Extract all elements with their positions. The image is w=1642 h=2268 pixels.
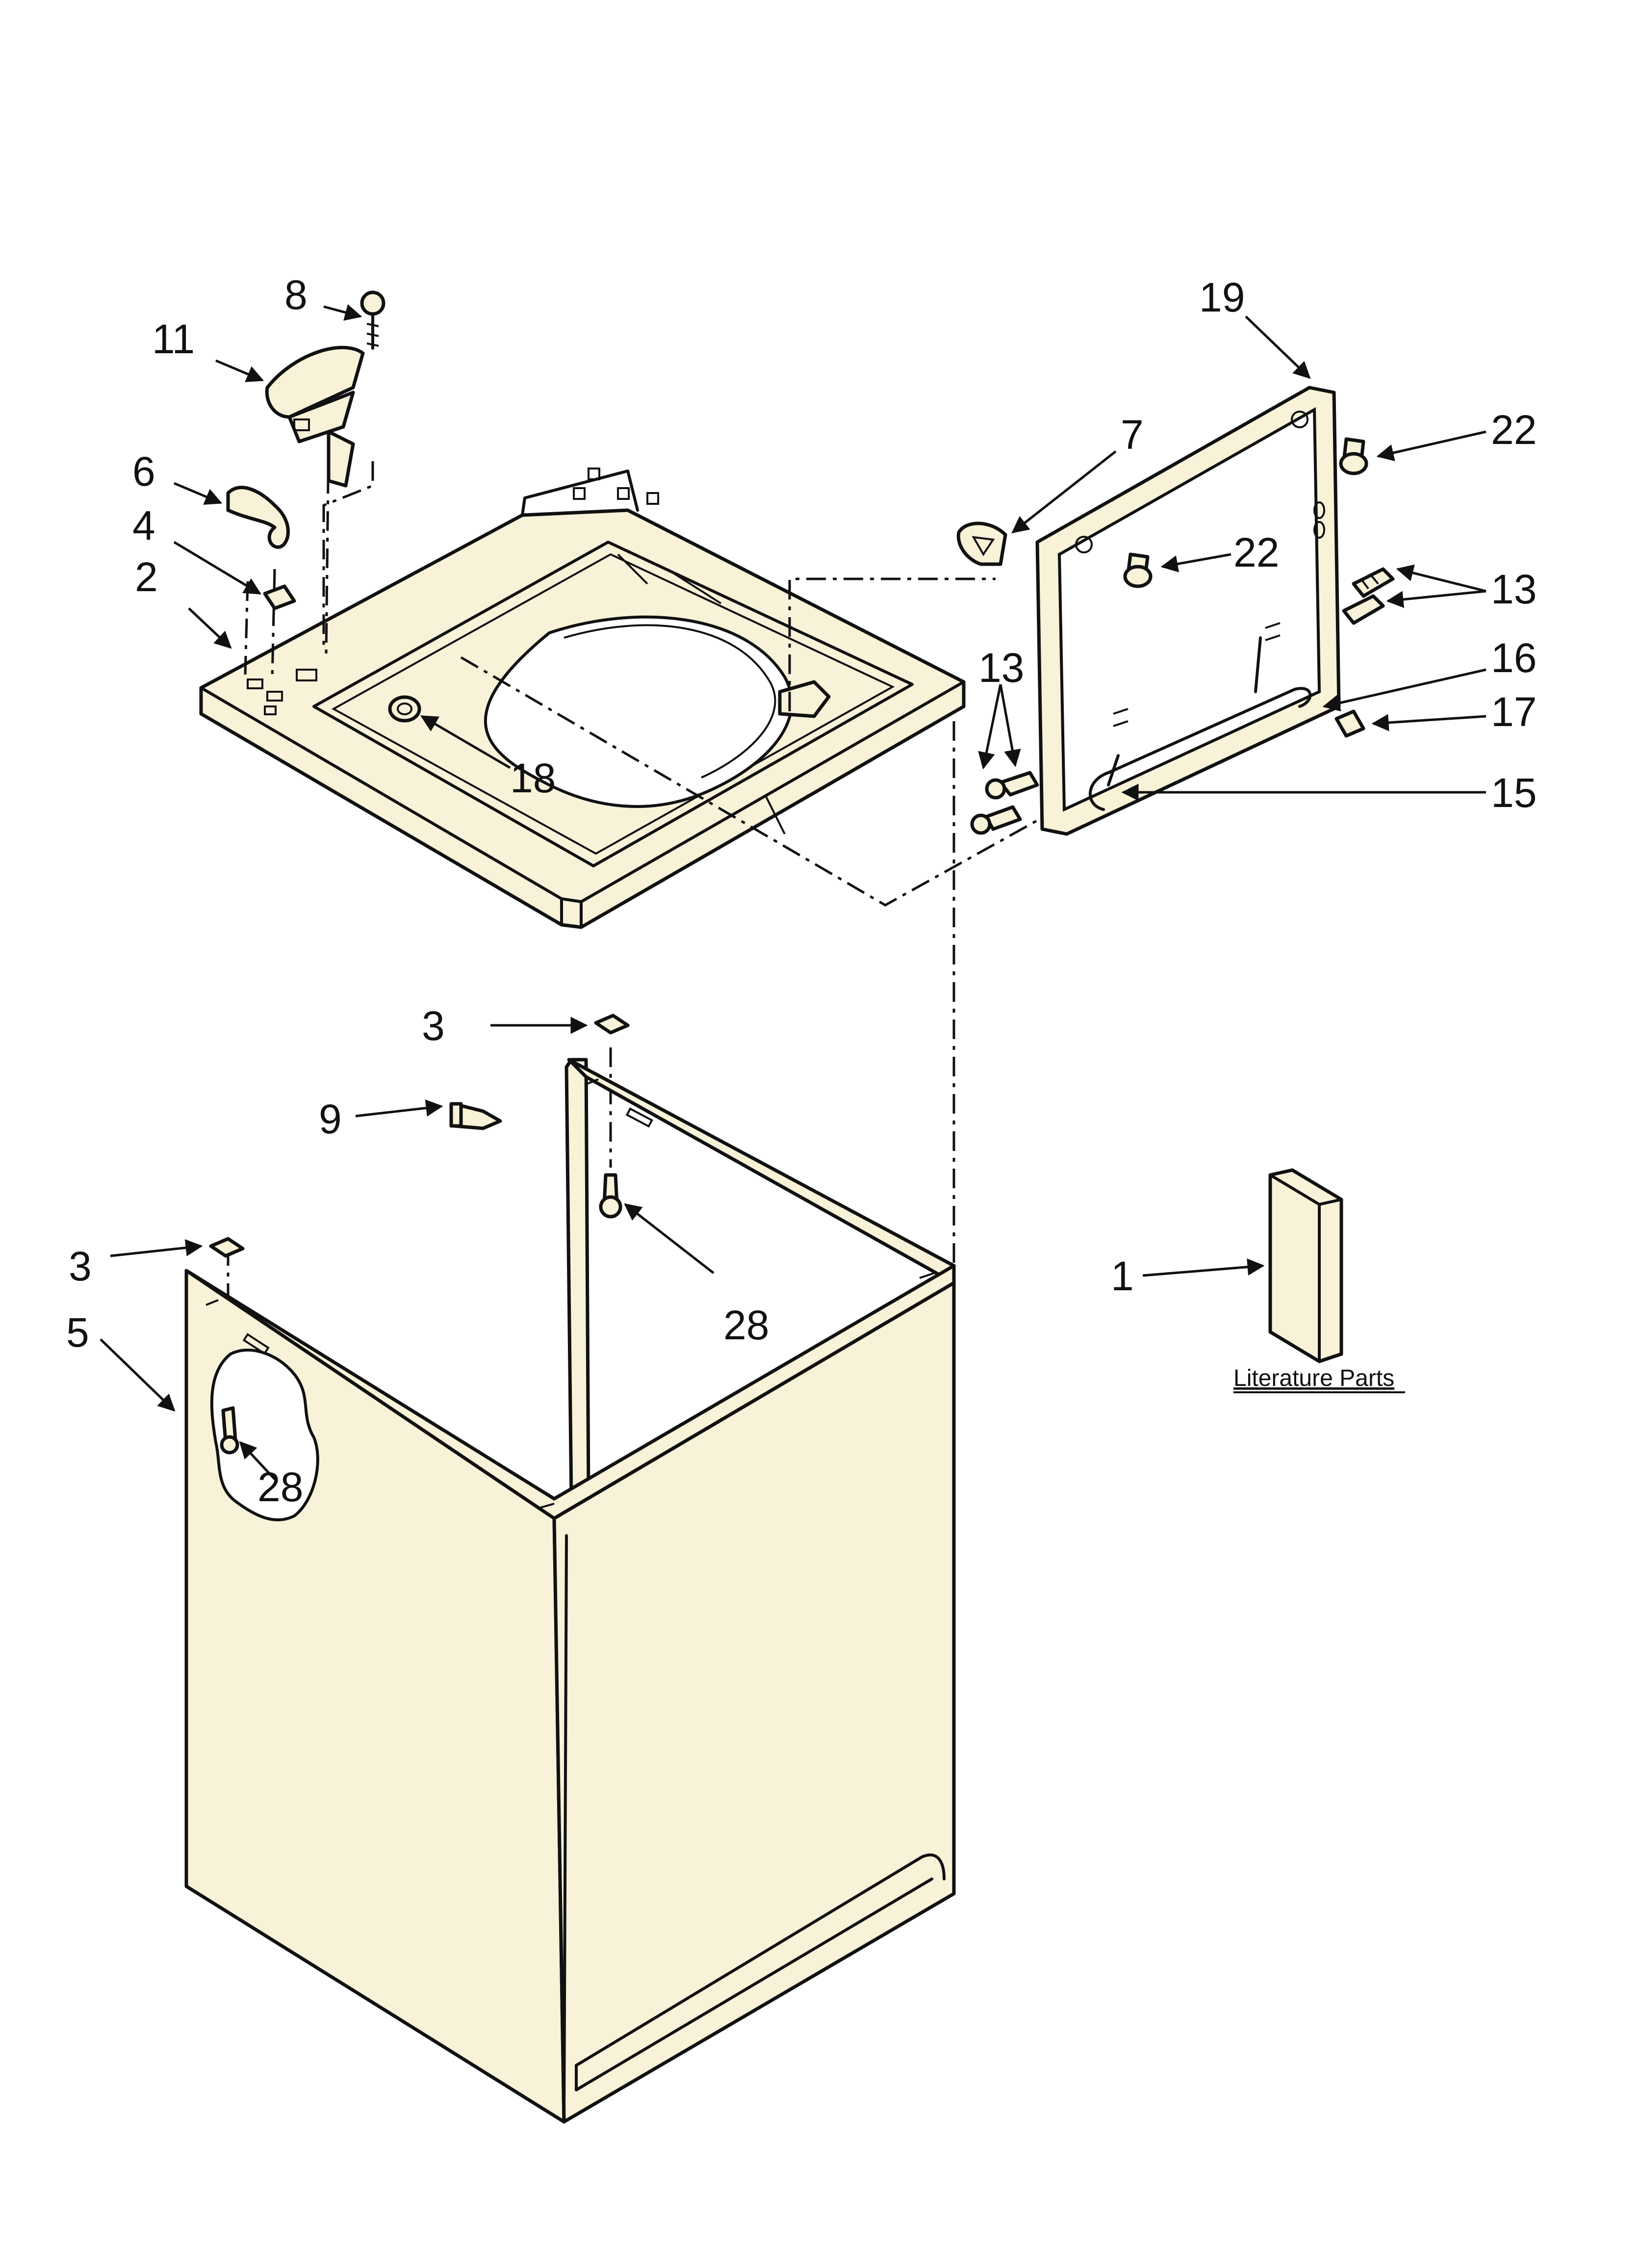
bumper-22-top (1339, 437, 1368, 475)
callout-28-cutaway: 28 (257, 1464, 303, 1510)
callout-4: 4 (132, 502, 155, 548)
callout-15: 15 (1491, 770, 1537, 816)
clip-3-left (209, 1237, 245, 1258)
screw-28-back (599, 1173, 622, 1219)
callout-17: 17 (1491, 689, 1537, 735)
cutaway-view (210, 1349, 319, 1521)
callout-3-left: 3 (69, 1243, 92, 1289)
callout-28-back: 28 (723, 1302, 769, 1348)
callout-19: 19 (1199, 274, 1245, 320)
nut-17 (1334, 709, 1365, 738)
top-cover (199, 468, 966, 929)
tab-4 (263, 584, 296, 610)
clip-6 (226, 486, 290, 549)
screw-8 (360, 290, 385, 350)
leader-arrows (100, 304, 1487, 1480)
callout-9: 9 (319, 1096, 342, 1142)
lid (1035, 386, 1341, 836)
lid-switch (265, 345, 365, 488)
literature-book (1268, 1168, 1343, 1363)
callout-6: 6 (132, 448, 155, 495)
callout-11: 11 (152, 316, 195, 362)
clip-3-back (594, 1014, 630, 1035)
callout-13-right: 13 (1491, 566, 1537, 612)
bumper-22-mid (1123, 552, 1153, 588)
callout-22-mid: 22 (1233, 529, 1279, 575)
screws-13-left (970, 771, 1039, 835)
callout-3-back: 3 (422, 1003, 445, 1049)
cabinet (184, 1058, 956, 2124)
callout-16: 16 (1491, 635, 1537, 681)
callout-5: 5 (66, 1309, 89, 1356)
literature-parts-label: Literature Parts (1233, 1365, 1394, 1391)
callout-13-left: 13 (978, 645, 1024, 691)
screws-13-right (1342, 567, 1395, 625)
callout-1: 1 (1111, 1253, 1134, 1299)
screw-9 (449, 1102, 502, 1130)
callout-18: 18 (510, 755, 556, 801)
callout-2: 2 (135, 554, 158, 600)
hinge-clip-7 (956, 521, 1007, 566)
callout-7: 7 (1121, 412, 1144, 458)
callout-22-top: 22 (1491, 407, 1537, 453)
callout-8: 8 (284, 272, 308, 318)
